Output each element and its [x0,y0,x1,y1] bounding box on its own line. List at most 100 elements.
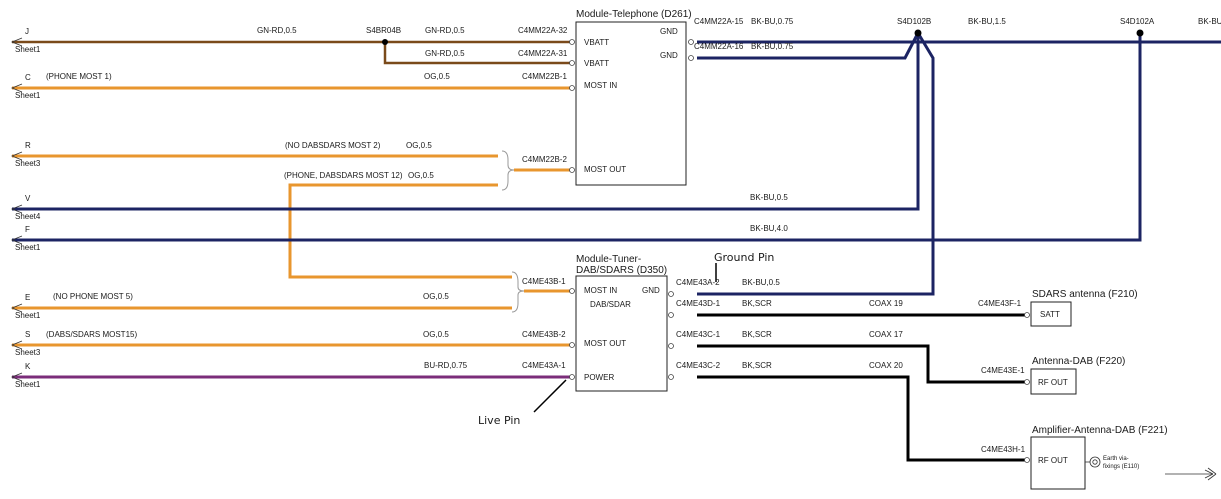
lbl-coax17: COAX 17 [869,330,903,339]
earth-terminal-inner-icon [1092,459,1098,465]
arrow-j [10,37,23,47]
antdab-box [1030,368,1077,395]
splice-s4br04b [382,39,388,45]
sdars-title: SDARS antenna (F210) [1032,289,1138,300]
conn-r: R [25,141,31,150]
lbl-phone-most1: (PHONE MOST 1) [46,72,112,81]
annotation-live-pin: Live Pin [478,414,520,427]
conn-v: V [25,194,31,203]
conn-e: E [25,293,30,302]
module-telephone: Module-Telephone (D261) VBATT VBATT MOST… [569,9,694,186]
lbl-c4me43a2: C4ME43A-2 [676,278,720,287]
sheet-c: Sheet1 [15,91,41,100]
conn-j: J [25,27,29,36]
tuner-most-in: MOST IN [584,286,617,295]
lbl-c4me43f1: C4ME43F-1 [978,299,1022,308]
pin-tuner-most-in [569,288,575,294]
phone-most-in: MOST IN [584,81,617,90]
lbl-gnrd-3: GN-RD,0.5 [425,49,465,58]
sheet-r: Sheet3 [15,159,41,168]
sheet-e: Sheet1 [15,311,41,320]
lbl-c4mm22a16: C4MM22A-16 [694,42,744,51]
pin-vbatt-2 [569,60,575,66]
lbl-bkbu15: BK-BU,1.5 [968,17,1006,26]
ampdab-box [1030,436,1086,490]
antdab-title: Antenna-DAB (F220) [1032,356,1125,367]
lbl-coax19: COAX 19 [869,299,903,308]
phone-most-out: MOST OUT [584,165,626,174]
phone-title: Module-Telephone (D261) [576,9,692,20]
sdars-label: SATT [1040,310,1060,319]
lbl-s4d102b: S4D102B [897,17,931,26]
lbl-og-1: OG,0.5 [424,72,450,81]
arrow-e [10,303,23,313]
wire-j-gnrd [12,39,572,65]
lbl-phonedab: (PHONE, DABSDARS MOST 12) [284,171,403,180]
pin-phone-gnd-2 [688,55,694,61]
pin-antdab [1024,379,1030,385]
lbl-s4br04b: S4BR04B [366,26,401,35]
tuner-power: POWER [584,373,614,382]
earth-terminal-icon [1089,456,1101,468]
lbl-bkbu05-a: BK-BU,0.5 [750,193,788,202]
antdab-label: RF OUT [1038,378,1068,387]
lbl-coax20: COAX 20 [869,361,903,370]
connector-arrows [10,37,23,382]
tuner-gnd: GND [642,286,660,295]
lbl-og-3: OG,0.5 [408,171,434,180]
tuner-title-2: DAB/SDARS (D350) [576,265,667,276]
wire-j-branch [383,42,572,65]
lbl-c4me43b2: C4ME43B-2 [522,330,566,339]
pin-sdars [1024,312,1030,318]
lbl-gnrd-1: GN-RD,0.5 [257,26,297,35]
lbl-c4me43e1: C4ME43E-1 [981,366,1025,375]
phone-gnd-1: GND [660,27,678,36]
sheet-k: Sheet1 [15,380,41,389]
ampdab-title: Amplifier-Antenna-DAB (F221) [1032,425,1168,436]
lbl-og-5: OG,0.5 [423,330,449,339]
phone-box [575,21,687,186]
lbl-burd: BU-RD,0.75 [424,361,468,370]
lbl-bkscr-3: BK,SCR [742,361,772,370]
phone-vbatt-1: VBATT [584,38,609,47]
conn-f: F [25,225,30,234]
arrow-r [10,151,23,161]
lbl-og-4: OG,0.5 [423,292,449,301]
tuner-dabsdar: DAB/SDAR [590,300,631,309]
lbl-nodab: (NO DABSDARS MOST 2) [285,141,381,150]
lbl-s4d102a: S4D102A [1120,17,1155,26]
lbl-c4me43h1: C4ME43H-1 [981,445,1026,454]
lbl-c4mm22a32: C4MM22A-32 [518,26,568,35]
earth-label-2: fixings (E110) [1103,464,1139,470]
sheet-f: Sheet1 [15,243,41,252]
conn-c: C [25,73,31,82]
phone-vbatt-2: VBATT [584,59,609,68]
lbl-c4me43a1: C4ME43A-1 [522,361,566,370]
lbl-c4mm22b2: C4MM22B-2 [522,155,567,164]
sheet-j: Sheet1 [15,45,41,54]
lbl-c4me43c1: C4ME43C-1 [676,330,721,339]
arrow-s [10,340,23,350]
pin-ampdab [1024,457,1030,463]
lbl-c4mm22b1: C4MM22B-1 [522,72,567,81]
module-tuner: Module-Tuner- DAB/SDARS (D350) MOST IN G… [569,254,674,392]
antenna-dab: Antenna-DAB (F220) RF OUT [1024,356,1125,395]
earth-label-1: Earth via- [1103,456,1129,462]
pin-tuner-dab [668,312,674,318]
lbl-bkbu-edge: BK-BU [1198,17,1221,26]
ground-arrow-icon [1165,467,1217,481]
lbl-c4me43c2: C4ME43C-2 [676,361,721,370]
live-pin-pointer [533,379,567,413]
annotation-ground-pin: Ground Pin [714,251,774,264]
lbl-bkbu05-b: BK-BU,0.5 [742,278,780,287]
brace-most-out [501,150,515,191]
pin-phone-most-out [569,167,575,173]
wire-gnd-phone2 [697,32,920,60]
lbl-c4mm22a31: C4MM22A-31 [518,49,568,58]
lbl-dabsdars15: (DABS/SDARS MOST15) [46,330,137,339]
arrow-f [10,235,23,245]
tuner-title-1: Module-Tuner- [576,254,641,265]
lbl-nophone: (NO PHONE MOST 5) [53,292,133,301]
pin-tuner-power [569,374,575,380]
